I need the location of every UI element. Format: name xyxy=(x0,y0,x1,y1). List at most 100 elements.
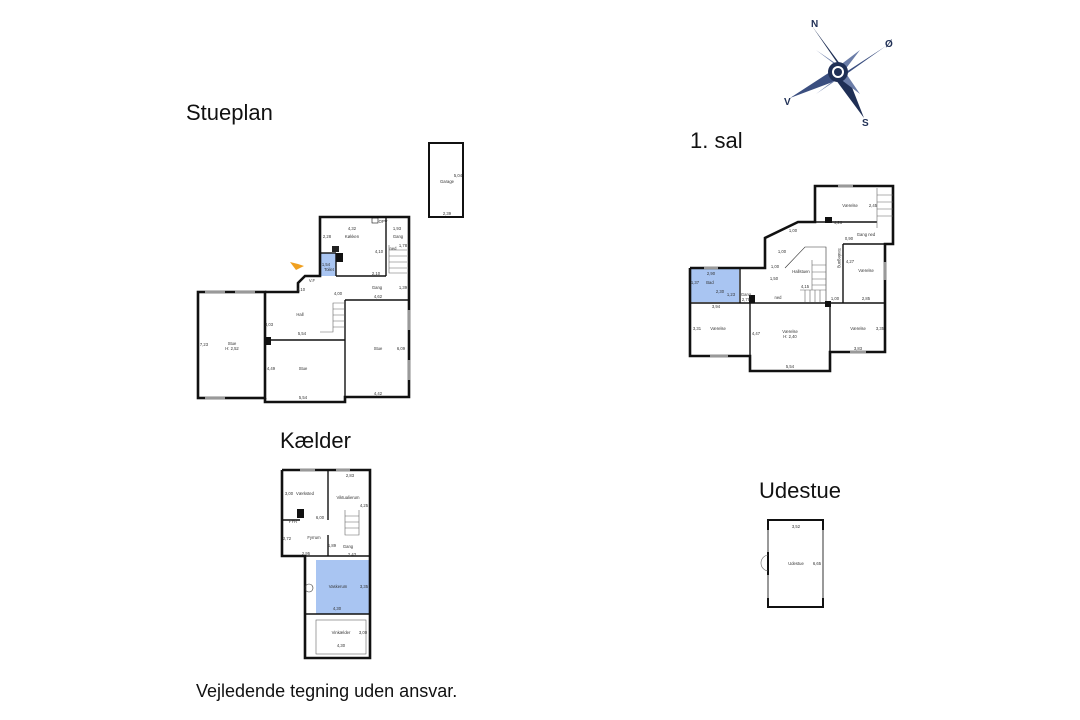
dimension: 2,90 xyxy=(707,271,716,276)
dimension: 3,31 xyxy=(693,326,702,331)
dimension: 3,00 xyxy=(359,630,368,635)
dimension: 2,95 xyxy=(302,551,311,556)
room-name: Værelse xyxy=(858,268,874,273)
room-name: Værelse xyxy=(710,326,726,331)
room-name: Vaskerum xyxy=(329,584,348,589)
entrance-marker-icon xyxy=(290,262,304,270)
room-name: Værksted xyxy=(296,491,315,496)
dimension: 3,35 xyxy=(360,584,369,589)
dimension: 6,00 xyxy=(316,515,325,520)
room-name: Værelse xyxy=(850,326,866,331)
plan-kaelder: Værksted 3,00 6,00 FYR Fyrrum 2,72 2,95 … xyxy=(280,468,372,660)
dimension: 2,85 xyxy=(862,296,871,301)
dimension: 3,35 xyxy=(876,326,885,331)
room-name: Stue xyxy=(374,346,383,351)
dimension: 4,30 xyxy=(333,606,342,611)
title-udestue: Udestue xyxy=(759,478,841,503)
stair-label: ned xyxy=(390,246,398,251)
room-name: Toilet xyxy=(324,267,335,272)
room-name: Garage xyxy=(440,179,455,184)
room-name: Stue xyxy=(228,341,237,346)
room-name: Svalegang xyxy=(837,248,842,268)
title-stueplan: Stueplan xyxy=(186,100,273,125)
dimension: 1,00 xyxy=(789,228,798,233)
dimension: 5,04 xyxy=(454,173,463,178)
compass-o: Ø xyxy=(885,39,893,50)
room-name: Stue xyxy=(299,366,308,371)
dimension: 4,27 xyxy=(846,259,855,264)
room-name: Vinkælder xyxy=(332,630,351,635)
dimension: 1,00 xyxy=(778,249,787,254)
stair-label: ned xyxy=(775,295,783,300)
dimension: 7,23 xyxy=(200,342,209,347)
dimension: 1,89 xyxy=(328,543,337,548)
compass-n: N xyxy=(811,19,818,30)
dimension: 1,50 xyxy=(770,276,779,281)
room-name: Udestue xyxy=(788,561,804,566)
dimension: 1,78 xyxy=(399,243,408,248)
dimension: 2,79 xyxy=(742,297,751,302)
dimension: 2,72 xyxy=(283,536,292,541)
room-name: Værelse xyxy=(842,203,858,208)
dimension: 2,39 xyxy=(443,211,452,216)
room-name: Værelse xyxy=(782,329,798,334)
dimension: 4,26 xyxy=(834,220,843,225)
compass-v: V xyxy=(784,97,791,108)
dimension: 1,23 xyxy=(727,292,736,297)
disclaimer: Vejledende tegning uden ansvar. xyxy=(196,681,457,701)
room-height: H: 2,52 xyxy=(225,346,239,351)
appliance-label: OPV xyxy=(379,219,388,224)
dimension: 2,28 xyxy=(323,234,332,239)
plan-udestue: 3,52 Udestue 6,65 xyxy=(760,519,824,608)
dimension: 6,65 xyxy=(813,561,822,566)
dimension: 3,83 xyxy=(854,346,863,351)
dimension: 0,90 xyxy=(845,236,854,241)
dimension: 4,00 xyxy=(334,291,343,296)
room-name: Gang xyxy=(741,292,752,297)
dimension: 1,39 xyxy=(399,285,408,290)
dimension: 4,32 xyxy=(348,226,357,231)
room-height: H: 2,40 xyxy=(783,334,797,339)
dimension: 4,42 xyxy=(374,391,383,396)
dimension: 5,54 xyxy=(299,395,308,400)
compass-s: S xyxy=(862,118,869,129)
dimension: 3,52 xyxy=(792,524,801,529)
dimension: 1,10 xyxy=(297,287,306,292)
dimension: 2,83 xyxy=(346,473,355,478)
room-name: Køkken xyxy=(345,234,360,239)
boiler-label: FYR xyxy=(289,519,297,524)
dimension: 1,00 xyxy=(831,296,840,301)
dimension: 3,94 xyxy=(712,304,721,309)
plan-stueplan: Stue H: 2,52 7,23 Hall 3,03 5,54 Stue 4,… xyxy=(196,142,464,404)
dimension: 5,54 xyxy=(298,331,307,336)
dimension: 4,15 xyxy=(801,284,810,289)
dimension: 4,25 xyxy=(360,503,369,508)
dimension: 6,09 xyxy=(397,346,406,351)
dimension: 1,93 xyxy=(393,226,402,231)
dimension: 2,30 xyxy=(716,289,725,294)
title-1-sal: 1. sal xyxy=(690,128,743,153)
dimension: 3,03 xyxy=(265,322,274,327)
dimension: 1,37 xyxy=(691,280,700,285)
dimension: 4,62 xyxy=(374,294,383,299)
room-name: Hall xyxy=(296,312,303,317)
room-name: Fyrrum xyxy=(307,535,321,540)
dimension: 2,10 xyxy=(372,271,381,276)
compass-rose-icon: N Ø V S xyxy=(784,19,893,129)
room-name: V.F xyxy=(309,278,316,283)
room-name: Gang xyxy=(343,544,354,549)
room-name: Hallstuen xyxy=(792,269,810,274)
dimension: 2,43 xyxy=(348,552,357,557)
dimension: 4,10 xyxy=(375,249,384,254)
dimension: 3,00 xyxy=(285,491,294,496)
room-name: Bad xyxy=(706,280,714,285)
room-name: Gang ned xyxy=(857,232,876,237)
room-name: Gang xyxy=(372,285,383,290)
plan-1-sal: 2,90 Bad 1,37 2,30 1,23 Gang 2,79 Værels… xyxy=(688,184,895,373)
dimension: 1,00 xyxy=(771,264,780,269)
dimension: 1,54 xyxy=(322,262,331,267)
dimension: 4,49 xyxy=(267,366,276,371)
room-name: Gang xyxy=(393,234,404,239)
room-name: Viktualierum xyxy=(337,495,360,500)
